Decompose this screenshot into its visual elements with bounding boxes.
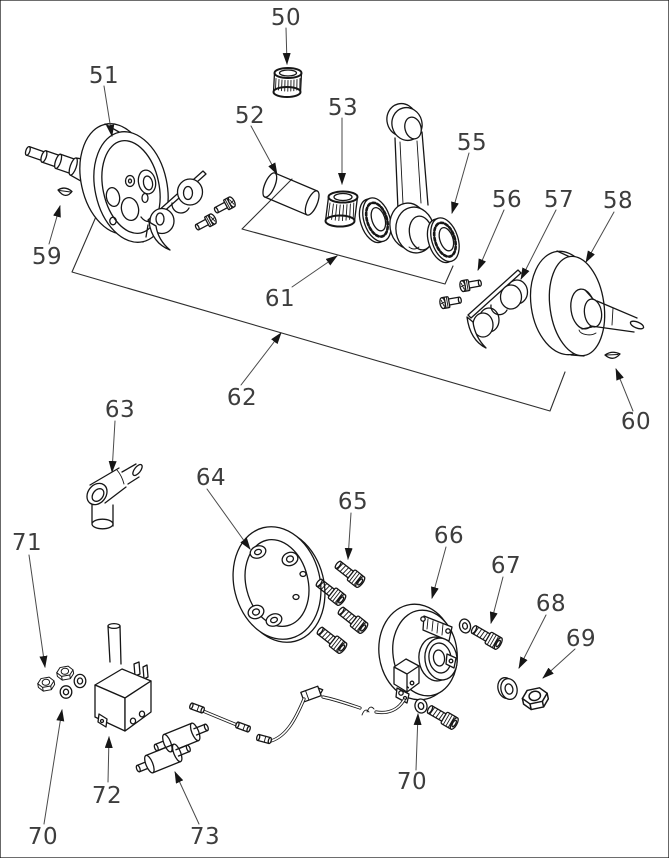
callout-72: 72 [92, 783, 122, 809]
callout-56: 56 [492, 187, 522, 213]
callout-58: 58 [603, 188, 633, 214]
callout-59: 59 [32, 244, 62, 270]
callout-70-left: 70 [28, 824, 58, 850]
callout-60: 60 [621, 409, 651, 435]
part-70-washer-right [414, 698, 428, 714]
part-72-ignition-coil [94, 622, 152, 732]
callout-50: 50 [271, 5, 301, 31]
callout-labels: 50 51 52 53 55 56 57 58 59 60 61 62 63 6… [12, 5, 651, 850]
part-64-shroud-ring [232, 526, 326, 643]
leader-51 [103, 85, 115, 137]
part-56-screw-b [438, 293, 463, 310]
part-71-hex-nut-a [55, 664, 75, 682]
leader-68 [518, 614, 547, 669]
bracket-connecting-rod-kit [241, 178, 454, 285]
leader-72 [104, 736, 113, 783]
leader-58 [585, 211, 615, 263]
callout-69: 69 [566, 626, 596, 652]
leader-lines [28, 27, 634, 825]
part-counterweight-left [147, 170, 207, 251]
part-65-screw-1 [332, 557, 367, 590]
leader-64 [206, 488, 251, 550]
callout-64: 64 [196, 465, 226, 491]
leader-69 [542, 648, 576, 679]
callout-70-right: 70 [397, 769, 427, 795]
leader-52 [250, 125, 278, 175]
callout-65: 65 [338, 489, 368, 515]
part-56-screw-a [458, 276, 483, 293]
part-73-rubber-mount-a [150, 717, 212, 758]
part-wire-harness [188, 685, 406, 745]
leader-60 [615, 368, 634, 412]
callout-62: 62 [227, 385, 257, 411]
part-63-spark-plug-boot [86, 463, 143, 530]
part-71-hex-nut-b [36, 675, 56, 693]
leader-61 [291, 255, 338, 288]
leader-71 [28, 554, 48, 668]
callout-71: 71 [12, 530, 42, 556]
part-counterweight-screw-b [192, 212, 219, 234]
part-59-woodruff-key [57, 187, 73, 197]
leader-62 [240, 332, 282, 386]
callout-55: 55 [457, 130, 487, 156]
leader-56 [477, 209, 505, 271]
part-58-crank-half-right [529, 250, 645, 357]
part-60-woodruff-key [604, 351, 621, 359]
part-57-counterweight-right [466, 269, 529, 349]
callout-73: 73 [190, 824, 220, 850]
part-65-screw-3 [335, 603, 370, 636]
leader-59 [48, 205, 61, 245]
part-68-washer [497, 676, 518, 701]
callout-63: 63 [105, 397, 135, 423]
leader-57 [520, 209, 557, 280]
callout-68: 68 [536, 591, 566, 617]
leader-70-right [413, 713, 422, 771]
callout-67: 67 [491, 553, 521, 579]
part-73-rubber-mount-b [132, 738, 194, 779]
part-67-washer [458, 618, 472, 634]
part-51-crank-half-left [24, 123, 169, 243]
leader-70-left [43, 709, 65, 825]
callout-57: 57 [544, 187, 574, 213]
callout-52: 52 [235, 103, 265, 129]
leader-73 [174, 771, 200, 825]
part-counterweight-screw-a [211, 195, 238, 217]
callout-53: 53 [328, 95, 358, 121]
part-50-needle-bearing [272, 67, 303, 98]
callout-51: 51 [89, 63, 119, 89]
leader-63 [108, 420, 117, 473]
part-67-screw [468, 622, 505, 652]
bracket-crankshaft-assembly [71, 211, 566, 412]
leader-66 [431, 546, 447, 599]
part-52-crank-pin [262, 172, 320, 216]
callout-66: 66 [434, 523, 464, 549]
part-69-hex-nut [520, 685, 551, 712]
leader-50 [282, 27, 291, 65]
part-connecting-rod [386, 102, 435, 254]
leader-55 [451, 152, 470, 214]
part-70-washers-left [59, 673, 87, 699]
part-53-needle-bearing [324, 190, 359, 228]
part-65-screw-4 [314, 623, 349, 656]
leader-67 [489, 576, 504, 624]
part-flywheel-screw-lower [424, 702, 461, 732]
part-66-flywheel-magneto [378, 603, 458, 704]
leader-65 [344, 512, 353, 560]
callout-61: 61 [265, 286, 295, 312]
